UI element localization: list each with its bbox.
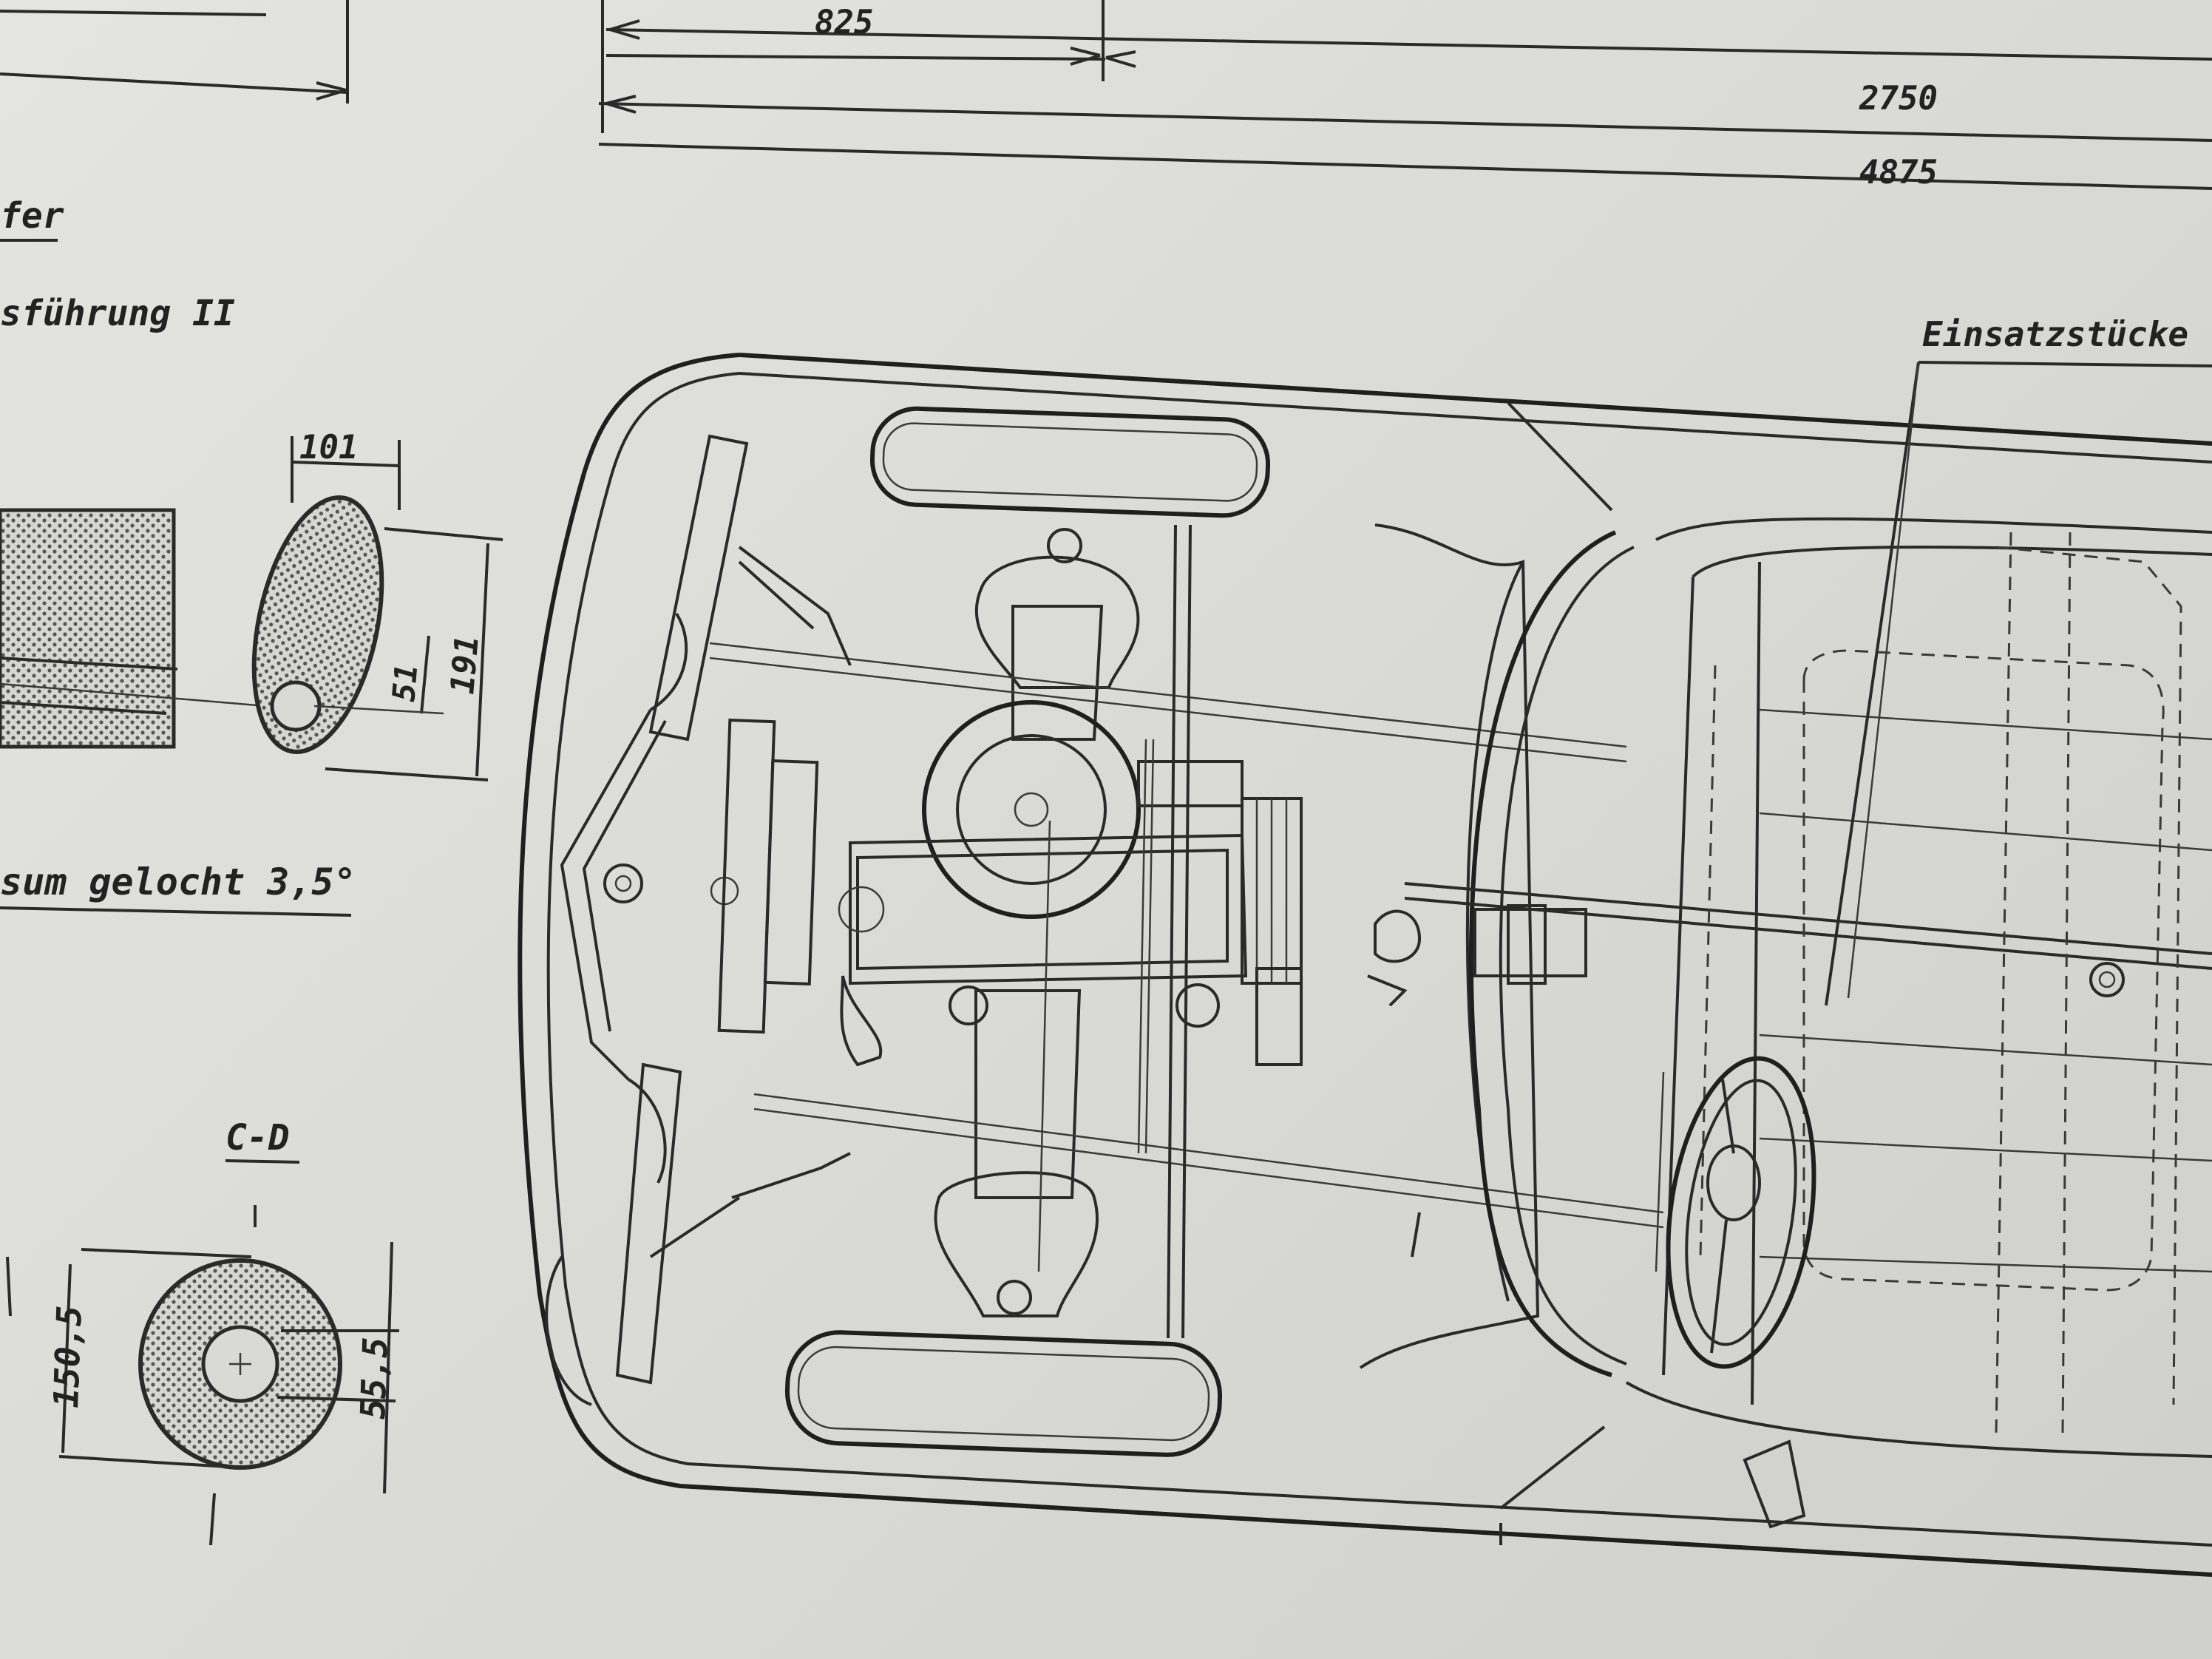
seat-dashed-outlines <box>1699 532 2182 1435</box>
dim-55-5: 55,5 <box>353 1337 396 1420</box>
dim-150-5: 150,5 <box>46 1305 89 1408</box>
label-fer: fer <box>0 195 64 237</box>
dim-51: 51 <box>385 662 424 703</box>
steering-wheel <box>1655 1056 1816 1369</box>
front-axle-assembly <box>649 524 1664 1339</box>
dimension-lines-top <box>0 0 2212 190</box>
dim-825: 825 <box>815 4 873 41</box>
dim-101: 101 <box>299 429 358 467</box>
engine-assembly <box>717 700 1303 1272</box>
donut-section-cd <box>6 1205 399 1546</box>
label-einsatzstuecke: Einsatzstücke <box>1922 314 2188 354</box>
front-right-wheel <box>784 1330 1223 1457</box>
oval-section <box>251 436 503 781</box>
dim-191: 191 <box>444 634 486 696</box>
car-body-outline <box>518 353 2212 1577</box>
front-left-wheel <box>869 406 1271 518</box>
dim-2750: 2750 <box>1859 80 1938 118</box>
label-section-cd: C-D <box>225 1117 290 1158</box>
drive-shaft <box>1367 904 2125 1529</box>
floor-pan <box>1359 517 2212 1458</box>
label-ausfuehrung: sführung II <box>0 293 235 334</box>
dim-4875: 4875 <box>1859 154 1938 191</box>
hatched-block-section <box>0 508 311 749</box>
label-gelocht: sum gelocht 3,5° <box>0 861 356 903</box>
